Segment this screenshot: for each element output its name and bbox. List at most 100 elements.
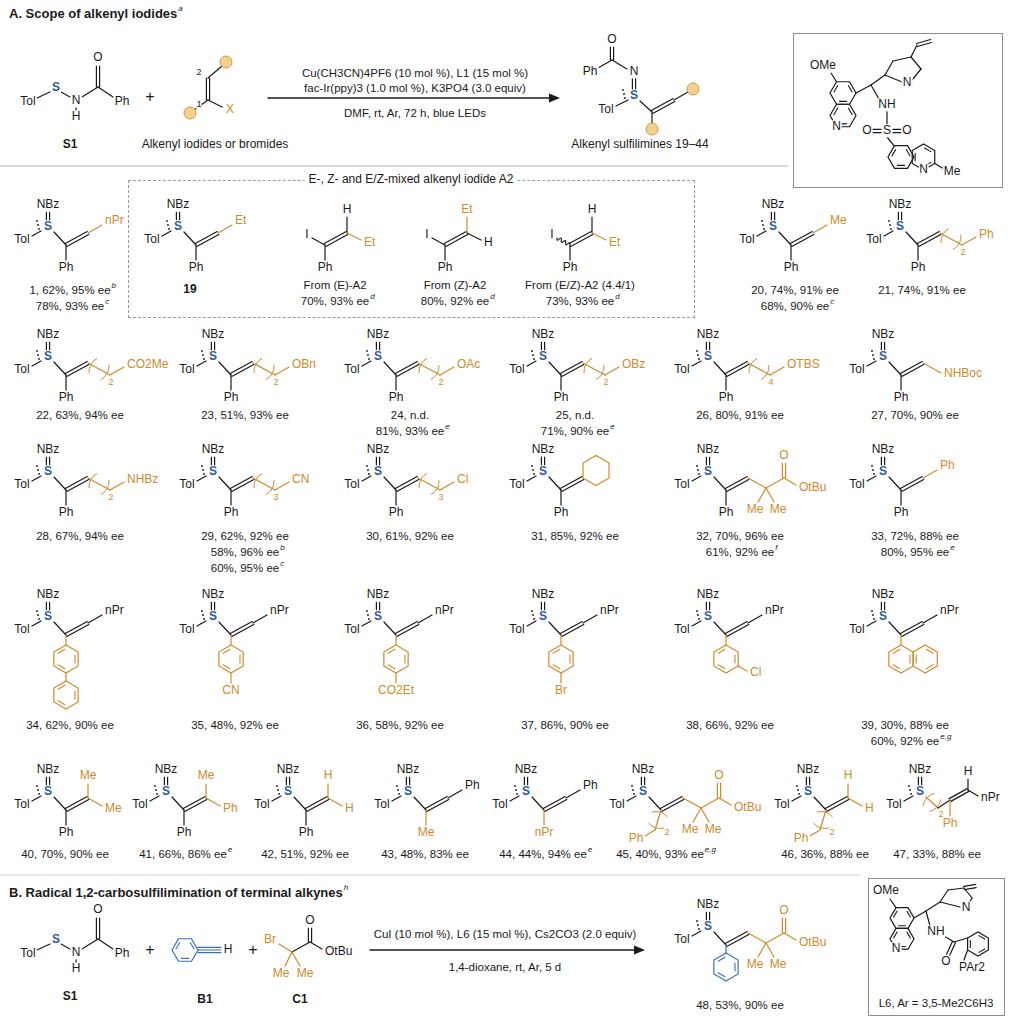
bond-line bbox=[893, 129, 901, 130]
bond-line bbox=[209, 78, 210, 100]
bond-line bbox=[37, 944, 50, 950]
bond-line bbox=[194, 100, 208, 110]
bracket bbox=[814, 823, 829, 828]
bond-line bbox=[782, 918, 783, 933]
atom-label: Tol bbox=[508, 478, 525, 491]
bond-line bbox=[376, 602, 377, 610]
yield-caption: 30, 61%, 92% ee bbox=[365, 530, 455, 543]
sulfur-atom: S bbox=[538, 465, 548, 478]
atom-label: Ph bbox=[553, 391, 570, 404]
bond-line bbox=[725, 375, 726, 390]
lone-pair-dot bbox=[622, 89, 624, 91]
atom-label: Ph bbox=[582, 779, 599, 792]
ring bbox=[848, 108, 852, 114]
atom-label: NBz bbox=[696, 898, 721, 911]
atom-label: Ph bbox=[628, 832, 645, 845]
atom-label: OMe bbox=[872, 884, 900, 897]
bond-line bbox=[900, 635, 901, 645]
chain-count: 3 bbox=[273, 493, 278, 503]
bond-line bbox=[814, 797, 826, 810]
lone-pair-dot bbox=[909, 789, 911, 791]
atom-label: Tol bbox=[13, 623, 30, 636]
lone-pair-dot bbox=[36, 465, 38, 467]
ring bbox=[893, 665, 900, 669]
atom-label: O bbox=[861, 124, 872, 137]
atom-label: NBz bbox=[761, 198, 786, 211]
bond-line bbox=[527, 476, 536, 481]
footnote-mark: h bbox=[344, 884, 348, 893]
ring bbox=[889, 645, 913, 673]
section-heading: A. Scope of alkenyl iodides bbox=[8, 7, 178, 21]
bond-line bbox=[770, 367, 784, 375]
yield-caption: 32, 70%, 96% ee bbox=[695, 530, 785, 543]
atom-label: NBz bbox=[796, 763, 821, 776]
lone-pair-dot bbox=[697, 469, 699, 471]
arrow-head bbox=[549, 94, 560, 103]
bond-line bbox=[362, 476, 371, 481]
ring bbox=[926, 649, 933, 653]
bond-line bbox=[326, 234, 348, 246]
bond-line bbox=[592, 233, 606, 240]
bond-line bbox=[289, 777, 290, 785]
lone-pair-dot bbox=[873, 618, 875, 620]
atom-label: NBz bbox=[276, 763, 301, 776]
ring bbox=[718, 665, 725, 669]
bond-line bbox=[549, 622, 561, 635]
bond-line bbox=[110, 482, 124, 490]
bond-line bbox=[219, 622, 231, 635]
bond-line bbox=[292, 942, 310, 952]
bond-line bbox=[172, 797, 184, 810]
bond-line bbox=[902, 624, 924, 636]
sulfur-atom: S bbox=[703, 465, 713, 478]
atom-label: Ph bbox=[939, 459, 956, 472]
atom-label: nPr bbox=[534, 826, 555, 839]
atom-label: Tol bbox=[673, 623, 690, 636]
bond-line bbox=[902, 364, 924, 376]
bond-line bbox=[904, 796, 913, 801]
bond-line bbox=[898, 212, 899, 220]
atom-label: Et bbox=[460, 203, 473, 216]
atom-label: Tol bbox=[13, 478, 30, 491]
footnote-mark: f bbox=[775, 544, 777, 553]
bond-line bbox=[543, 810, 544, 825]
ring bbox=[888, 146, 914, 169]
atom-label: Tol bbox=[508, 623, 525, 636]
lone-pair-dot bbox=[368, 618, 370, 620]
lone-pair-dot bbox=[697, 354, 699, 356]
atom-label: Ph bbox=[58, 261, 75, 274]
ring bbox=[553, 665, 560, 669]
atom-label: OAc bbox=[456, 358, 481, 371]
atom-label: Me bbox=[829, 214, 848, 227]
ring bbox=[58, 649, 65, 653]
sulfur-atom: S bbox=[51, 933, 61, 946]
sulfur-atom: S bbox=[208, 610, 218, 623]
atom-label: Tol bbox=[13, 233, 30, 246]
bracket bbox=[419, 474, 427, 488]
atom-label: NBz bbox=[366, 328, 391, 341]
atom-label: NBz bbox=[871, 588, 896, 601]
bond-line bbox=[653, 101, 675, 113]
sulfur-atom: S bbox=[768, 220, 778, 233]
atom-label: Ph bbox=[793, 832, 810, 845]
bond-line bbox=[967, 779, 968, 790]
bond-line bbox=[706, 342, 707, 350]
bond-line bbox=[184, 232, 196, 245]
ring bbox=[714, 953, 738, 981]
plus-sign: + bbox=[144, 941, 155, 959]
ring bbox=[894, 911, 897, 917]
bond-line bbox=[727, 364, 749, 376]
yield-caption: 22, 63%, 94% ee bbox=[35, 409, 125, 422]
bond-line bbox=[275, 482, 289, 490]
atom-label: NBz bbox=[36, 588, 61, 601]
box-heading: E-, Z- and E/Z-mixed alkenyl iodide A2 bbox=[305, 173, 518, 186]
atom-label: Tol bbox=[865, 233, 882, 246]
bond-line bbox=[432, 238, 445, 245]
bond-line bbox=[208, 100, 222, 107]
bond-line bbox=[54, 797, 66, 810]
bond-line bbox=[651, 112, 652, 124]
lone-pair-dot bbox=[203, 473, 205, 475]
bond-line bbox=[65, 673, 66, 681]
atom-label: N bbox=[918, 163, 929, 176]
bond-line bbox=[714, 477, 726, 490]
atom-label: H bbox=[843, 769, 854, 782]
